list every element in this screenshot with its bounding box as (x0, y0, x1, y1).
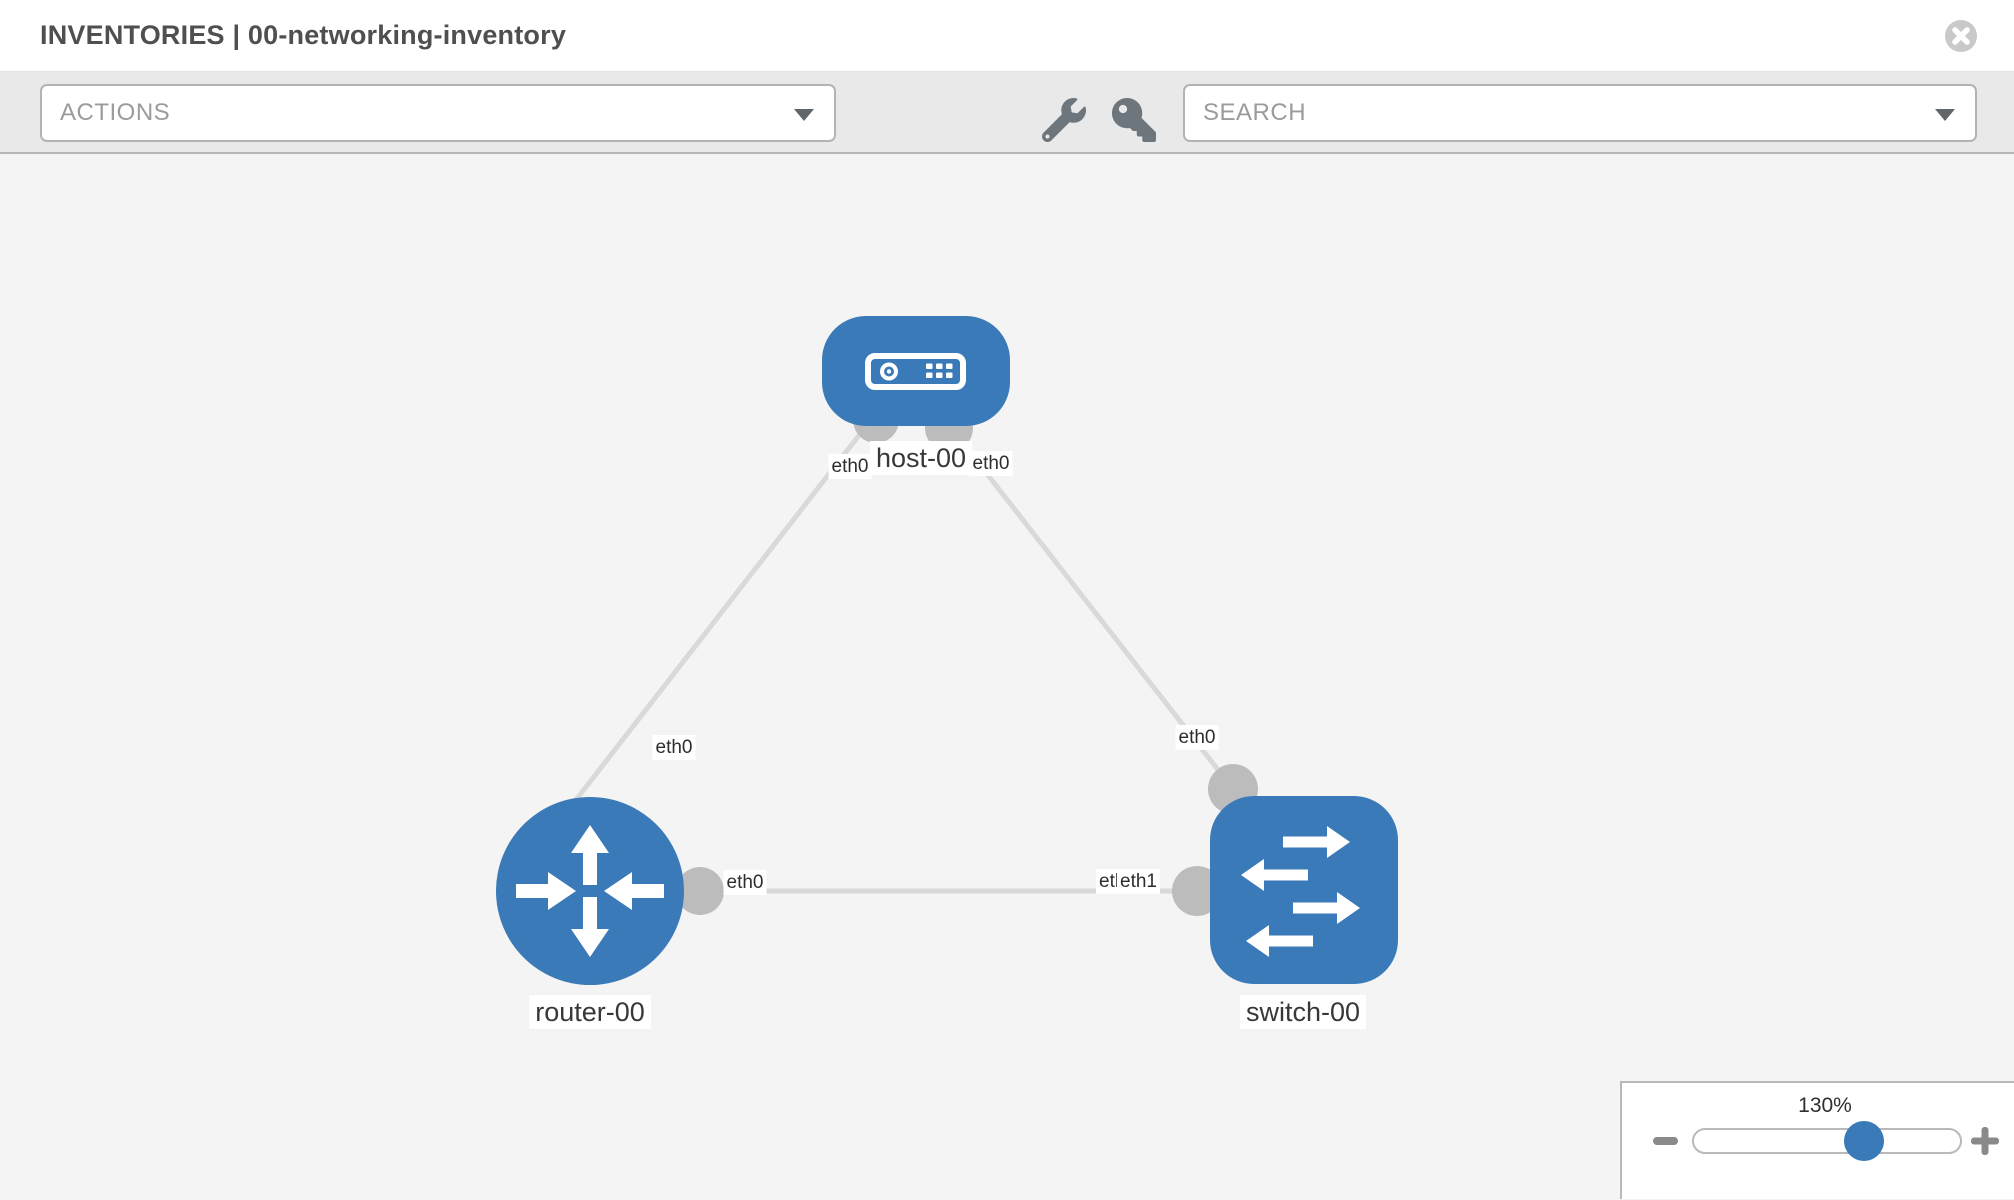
port-label-router-eth0: eth0 (723, 870, 767, 895)
wrench-icon (1041, 98, 1086, 143)
zoom-in-button[interactable] (1971, 1127, 1999, 1155)
topology-graph (496, 316, 1398, 985)
search-dropdown[interactable]: SEARCH (1183, 84, 1977, 142)
topology-canvas[interactable]: eth0 eth0 eth0 eth0 eth0 eth0 eth1 host-… (0, 154, 2014, 1199)
chevron-down-icon (794, 109, 814, 121)
zoom-control-panel: 130% (1620, 1081, 2014, 1199)
port-label-router-eth0-uplink: eth0 (652, 735, 696, 760)
toolbar: ACTIONS SEARCH (0, 72, 2014, 154)
router-icon (516, 825, 664, 957)
link-host-router[interactable] (563, 414, 876, 816)
zoom-slider-handle[interactable] (1844, 1121, 1884, 1161)
node-label-host-00: host-00 (869, 441, 973, 475)
actions-dropdown[interactable]: ACTIONS (40, 84, 836, 142)
panel-header: INVENTORIES | 00-networking-inventory (0, 0, 2014, 72)
zoom-slider-track[interactable] (1692, 1128, 1962, 1154)
configure-button[interactable] (1041, 98, 1086, 143)
port-label-switch-eth0-uplink: eth0 (1175, 725, 1219, 750)
node-label-router-00: router-00 (529, 995, 651, 1029)
port-label-host-eth0-right: eth0 (969, 451, 1013, 476)
switch-icon (1241, 826, 1360, 957)
actions-dropdown-label: ACTIONS (60, 99, 171, 126)
node-label-switch-00: switch-00 (1239, 995, 1367, 1029)
port-label-host-eth0-left: eth0 (828, 454, 872, 479)
interface-dot[interactable] (676, 867, 724, 915)
node-switch-00[interactable] (1210, 796, 1398, 984)
search-dropdown-label: SEARCH (1203, 99, 1307, 126)
plus-icon (1971, 1127, 1999, 1155)
chevron-down-icon (1935, 109, 1955, 121)
zoom-out-button[interactable] (1653, 1137, 1678, 1145)
host-icon (865, 353, 966, 390)
port-label-switch-eth1: eth1 (1117, 869, 1160, 894)
page-title: INVENTORIES | 00-networking-inventory (40, 20, 567, 50)
close-button[interactable] (1944, 19, 1978, 53)
key-icon (1112, 98, 1156, 142)
interface-dot[interactable] (1172, 866, 1222, 916)
node-host-00[interactable] (822, 316, 1010, 426)
close-icon (1945, 20, 1977, 52)
zoom-level-value: 130% (1798, 1094, 1852, 1117)
node-router-00[interactable] (496, 797, 684, 985)
credentials-button[interactable] (1112, 98, 1156, 142)
